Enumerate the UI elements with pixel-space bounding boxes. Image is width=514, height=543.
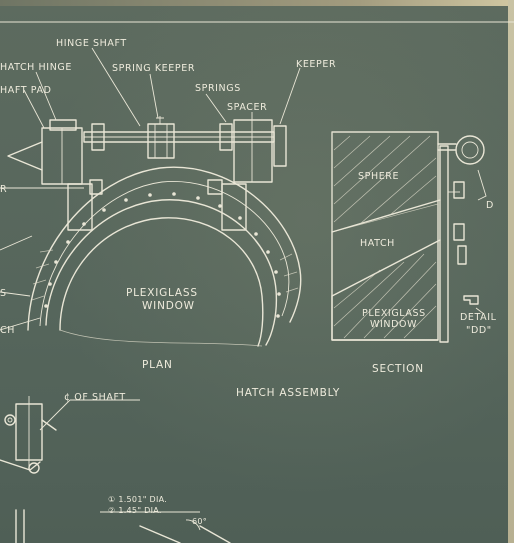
hinge-arm-left — [67, 183, 93, 231]
label-left-cut-1: R — [0, 184, 7, 195]
hinge-arm-right — [221, 183, 247, 231]
section-hinge-outer — [455, 135, 485, 165]
plan-leader-lines — [0, 47, 301, 331]
section-view — [331, 131, 487, 343]
springs — [219, 123, 233, 151]
window-bottom-line — [59, 329, 263, 347]
label-d: D — [486, 200, 494, 211]
spring-keeper — [147, 123, 175, 159]
label-spacer: SPACER — [227, 102, 267, 113]
label-section: SECTION — [372, 363, 424, 375]
label-plexiglass-plan-2: WINDOW — [142, 300, 195, 312]
section-hatching — [333, 135, 437, 339]
hatch-lower-divider — [331, 239, 441, 297]
label-springs: SPRINGS — [195, 83, 241, 94]
outer-ring-arc — [27, 166, 302, 331]
label-hatch: HATCH — [360, 238, 395, 249]
label-shaft-pad: HAFT PAD — [0, 85, 52, 96]
label-spring-keeper: SPRING KEEPER — [112, 63, 195, 74]
label-dia-2: ② 1.45" DIA. — [108, 506, 162, 515]
label-cl-of-shaft: ¢ OF SHAFT — [64, 392, 126, 403]
post-fitting-2 — [453, 223, 465, 241]
window-inner-arc — [59, 217, 264, 347]
bracket-pivot — [4, 414, 16, 426]
label-plexiglass-section-2: WINDOW — [370, 319, 417, 330]
label-detail: DETAIL — [460, 312, 497, 323]
post-fitting-3 — [457, 245, 467, 265]
label-plan: PLAN — [142, 359, 173, 371]
bracket-arm — [41, 419, 57, 431]
label-hinge-shaft: HINGE SHAFT — [56, 38, 127, 49]
lower-left-detail — [0, 396, 140, 543]
keeper-end — [273, 125, 287, 167]
label-sphere: SPHERE — [358, 171, 399, 182]
plan-view — [0, 47, 302, 347]
section-post — [439, 145, 449, 343]
bracket-lower-link — [0, 459, 41, 471]
keeper-block — [233, 119, 273, 183]
section-hinge-inner — [461, 141, 479, 159]
label-detail-dd: "DD" — [466, 325, 492, 336]
detail-d-leader — [477, 169, 487, 201]
spacer-left — [91, 123, 105, 151]
label-left-cut-2: S — [0, 288, 7, 299]
section-hinge-link — [437, 143, 457, 151]
shaft-pad-tip — [7, 141, 43, 171]
label-angle: 60° — [192, 517, 207, 526]
hatch-divider — [331, 199, 441, 233]
post-fitting-1 — [453, 181, 465, 199]
ring-inner-edge — [39, 181, 290, 327]
plexiglass-edge — [331, 295, 439, 341]
label-left-cut-3: CH — [0, 325, 15, 336]
hinge-clip-right — [207, 179, 223, 195]
bolt-holes — [44, 192, 281, 318]
fragment-line-2 — [199, 525, 231, 543]
fragment-line-1 — [139, 525, 181, 543]
label-hatch-hinge: HATCH HINGE — [0, 62, 72, 73]
hinge-clip-left — [89, 179, 103, 195]
paper-right-edge — [508, 0, 514, 543]
paper-top-edge — [0, 0, 514, 6]
ring-hatching — [31, 249, 299, 301]
label-hatch-assembly: HATCH ASSEMBLY — [236, 387, 340, 399]
sphere-region — [331, 131, 439, 233]
label-keeper: KEEPER — [296, 59, 336, 70]
label-plexiglass-section-1: PLEXIGLASS — [362, 308, 426, 319]
hatch-hinge-left-top — [49, 119, 77, 131]
dimension-fragment — [100, 511, 231, 543]
label-dia-1: ① 1.501" DIA. — [108, 495, 167, 504]
label-plexiglass-plan-1: PLEXIGLASS — [126, 287, 198, 299]
detail-dd-sketch — [463, 295, 479, 305]
bracket-lower-pivot — [28, 462, 40, 474]
window-outer-arc — [45, 199, 278, 346]
